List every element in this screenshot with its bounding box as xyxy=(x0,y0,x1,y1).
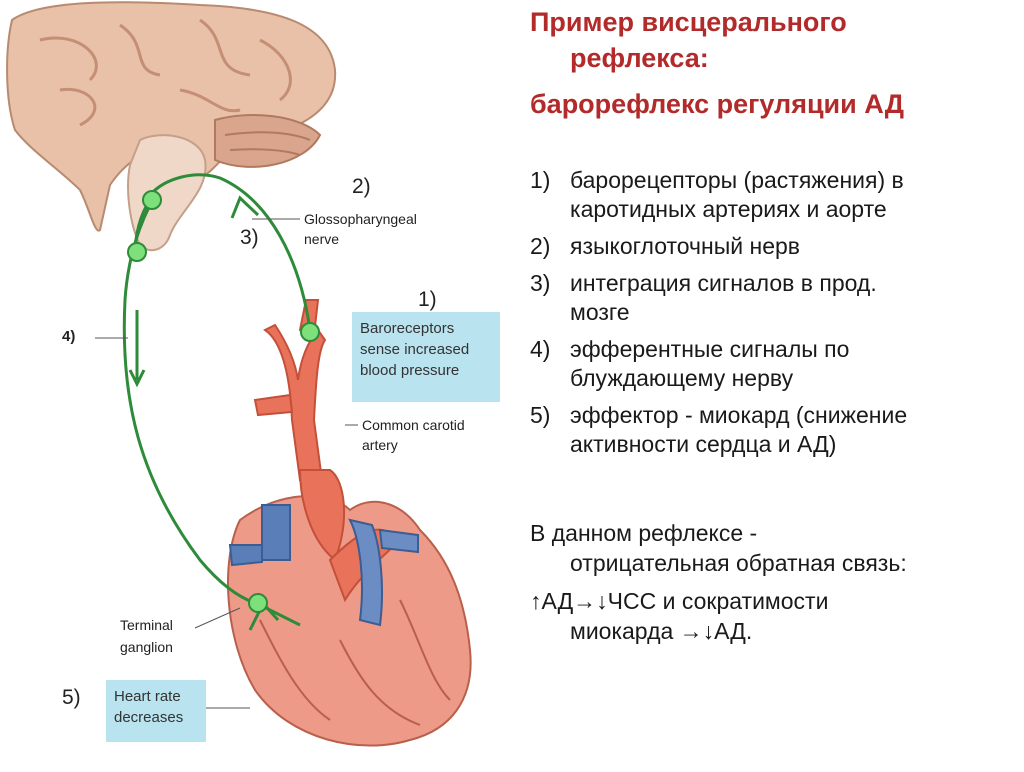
terminal-ganglion-node-icon xyxy=(248,593,268,613)
baroreceptor-line: blood pressure xyxy=(360,362,460,379)
brainstem-node-icon xyxy=(127,242,147,262)
reflex-steps-list: 1) барорецепторы (растяжения) в каротидн… xyxy=(530,166,1015,467)
carotid-label-cont: artery xyxy=(362,437,398,453)
baroreceptor-callout: Baroreceptors sense increased blood pres… xyxy=(352,312,500,402)
feedback-paragraph: В данном рефлексе - отрицательная обратн… xyxy=(530,520,907,576)
step-number-5: 5) xyxy=(62,686,81,709)
carotid-label: Common carotid xyxy=(362,417,465,433)
efferent-arrow-icon xyxy=(128,369,146,388)
effect-paragraph: ↑АД→↓ЧСС и сократимости миокарда →↓АД. xyxy=(530,588,829,644)
heart-rate-line: Heart rate xyxy=(114,688,181,705)
baroreceptor-node-icon xyxy=(300,322,320,342)
cerebellum-shape xyxy=(214,114,322,168)
slide-subtitle: барорефлекс регуляции АД xyxy=(530,89,904,119)
step-number-1: 1) xyxy=(418,288,437,311)
step-number-4: 4) xyxy=(62,328,76,345)
glossopharyngeal-label-cont: nerve xyxy=(304,231,339,247)
slide-text-panel: Пример висцерального рефлекса: барорефле… xyxy=(530,0,1020,767)
heart-rate-callout: Heart rate decreases xyxy=(106,680,206,742)
baroreceptor-line: sense increased xyxy=(360,341,470,358)
list-item: 1) барорецепторы (растяжения) в каротидн… xyxy=(530,167,904,222)
anatomy-illustration: Glossopharyngeal nerve Common carotid ar… xyxy=(6,1,472,747)
brain-gyri xyxy=(39,18,292,127)
brainstem-node-icon xyxy=(142,190,162,210)
list-item: 3) интеграция сигналов в прод. мозге xyxy=(530,270,877,325)
slide-title-cont: рефлекса: xyxy=(570,43,709,73)
glossopharyngeal-nerve-path xyxy=(148,173,312,331)
vena-cava-shape xyxy=(261,504,291,561)
heart-rate-line: decreases xyxy=(114,709,184,726)
slide-title: Пример висцерального xyxy=(530,7,847,37)
terminal-ganglion-label: Terminal xyxy=(120,617,173,633)
afferent-arrow-icon xyxy=(230,195,260,219)
terminal-ganglion-label-cont: ganglion xyxy=(120,639,173,655)
step-number-3: 3) xyxy=(240,226,259,249)
carotid-artery-shape xyxy=(263,323,327,481)
baroreflex-diagram: Glossopharyngeal nerve Common carotid ar… xyxy=(6,1,500,747)
baroreceptor-line: Baroreceptors xyxy=(360,320,455,337)
brainstem-shape xyxy=(127,134,207,252)
glossopharyngeal-label: Glossopharyngeal xyxy=(304,211,417,227)
step-number-2: 2) xyxy=(352,175,371,198)
list-item: 2) языкоглоточный нерв xyxy=(530,233,801,259)
list-item: 5) эффектор - миокард (снижение активнос… xyxy=(530,402,908,457)
list-item: 4) эфферентные сигналы по блуждающему не… xyxy=(530,336,850,391)
